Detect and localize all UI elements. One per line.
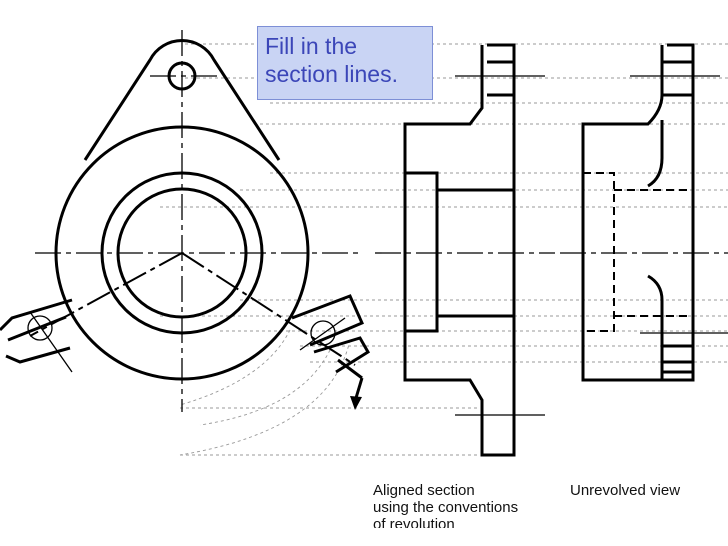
right-lug-outline [291,294,371,374]
unrevolved-view [560,43,728,382]
aligned-section-caption: Aligned section using the conventions of… [373,482,519,528]
unrevolved-view-caption: Unrevolved view [570,482,681,499]
top-lug-outline [83,38,281,161]
left-lug-outline [0,298,73,364]
front-view [0,30,371,412]
instruction-callout: Fill in the section lines. [257,26,433,100]
aligned-section-view [375,43,555,457]
cutting-plane-arrowhead [350,396,362,410]
cutting-plane-arrow-shaft [337,358,363,380]
callout-text: Fill in the section lines. [265,33,398,87]
